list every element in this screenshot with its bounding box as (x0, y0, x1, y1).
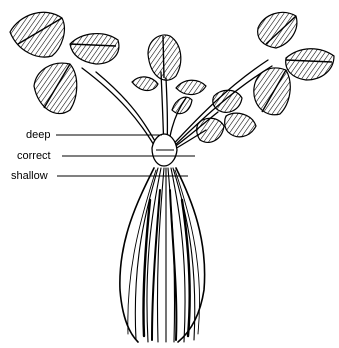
root-mass (120, 168, 205, 342)
center-top-leaf (148, 35, 181, 80)
right-leaf-cluster (254, 12, 334, 114)
label-deep: deep (26, 129, 50, 141)
label-correct: correct (17, 150, 51, 162)
label-shallow: shallow (11, 170, 48, 182)
plant-crown (152, 134, 177, 166)
left-leaf-cluster (10, 12, 119, 113)
center-small-leaves (132, 77, 206, 114)
